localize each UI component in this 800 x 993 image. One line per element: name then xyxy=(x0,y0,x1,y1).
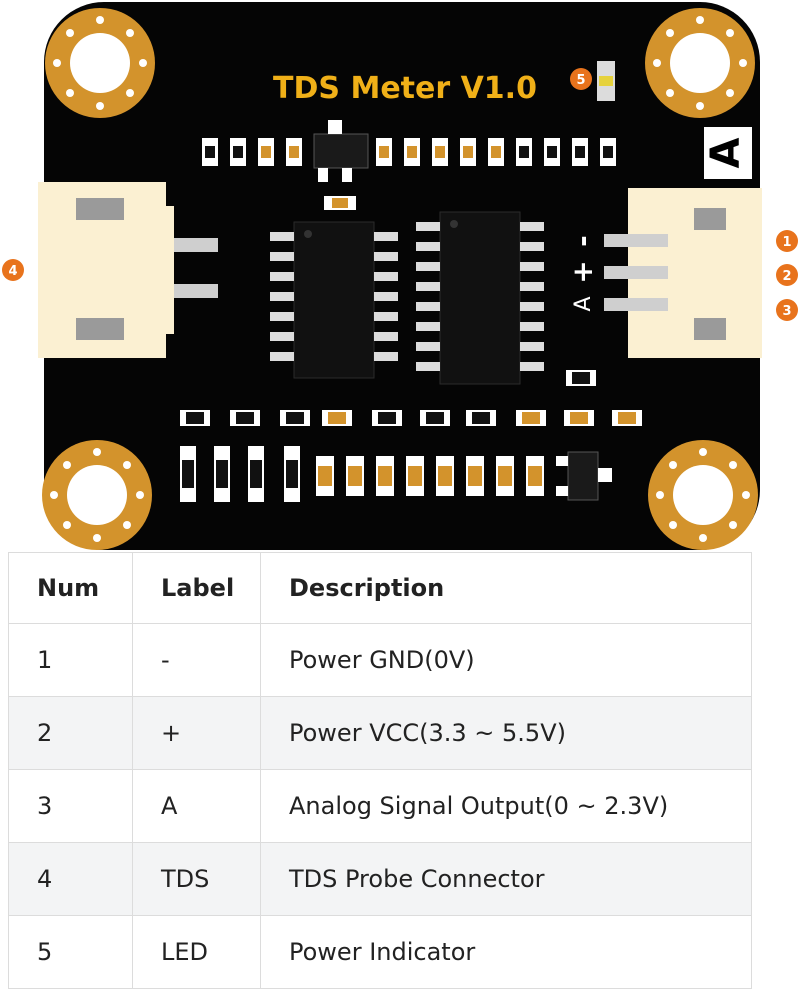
mounting-hole-top-right xyxy=(645,8,755,118)
table-row: 4 TDS TDS Probe Connector xyxy=(8,842,752,916)
callout-2-number: 2 xyxy=(782,269,791,284)
tds-meter-board-image: TDS Meter V1.0 5 A xyxy=(2,2,798,550)
table-row: 5 LED Power Indicator xyxy=(8,915,752,989)
callout-1-badge xyxy=(776,230,798,252)
pin-label-a: A xyxy=(571,296,596,311)
callout-4-badge xyxy=(2,259,24,281)
tds-probe-connector xyxy=(38,182,218,358)
callout-3-number: 3 xyxy=(782,304,791,319)
mounting-hole-bottom-right xyxy=(648,440,758,550)
callout-5-badge xyxy=(570,68,592,90)
cell-description: Power Indicator xyxy=(260,915,752,989)
smd-row-top xyxy=(202,120,616,210)
cell-description: Analog Signal Output(0 ~ 2.3V) xyxy=(260,769,752,843)
cell-num: 4 xyxy=(8,842,133,916)
table-row: 2 + Power VCC(3.3 ~ 5.5V) xyxy=(8,696,752,770)
table-header-row: Num Label Description xyxy=(8,552,752,624)
output-connector xyxy=(604,188,762,358)
callout-1-number: 1 xyxy=(782,235,791,250)
smd-row-middle xyxy=(180,410,642,426)
mounting-hole-bottom-left xyxy=(42,440,152,550)
cell-num: 1 xyxy=(8,623,133,697)
cell-label: TDS xyxy=(132,842,261,916)
cell-num: 5 xyxy=(8,915,133,989)
header-label: Label xyxy=(132,552,261,624)
callout-4-number: 4 xyxy=(8,264,17,279)
header-num: Num xyxy=(8,552,133,624)
header-description: Description xyxy=(260,552,752,624)
callout-2-badge xyxy=(776,264,798,286)
callout-3-badge xyxy=(776,299,798,321)
cell-num: 3 xyxy=(8,769,133,843)
pin-label-plus: + xyxy=(566,260,599,283)
callout-5-number: 5 xyxy=(576,73,585,88)
mounting-hole-top-left xyxy=(45,8,155,118)
pin-description-table: Num Label Description 1 - Power GND(0V) … xyxy=(8,552,752,989)
pin-label-minus: - xyxy=(566,235,599,247)
ic-chip-left xyxy=(270,221,398,379)
board-title: TDS Meter V1.0 xyxy=(273,71,537,106)
cell-description: Power GND(0V) xyxy=(260,623,752,697)
table-row: 1 - Power GND(0V) xyxy=(8,623,752,697)
cell-description: TDS Probe Connector xyxy=(260,842,752,916)
connector-label: A xyxy=(703,137,749,168)
cell-label: + xyxy=(132,696,261,770)
connector-label-box xyxy=(704,127,752,179)
cell-description: Power VCC(3.3 ~ 5.5V) xyxy=(260,696,752,770)
cell-num: 2 xyxy=(8,696,133,770)
cell-label: LED xyxy=(132,915,261,989)
ic-chip-right xyxy=(416,211,544,385)
cell-label: A xyxy=(132,769,261,843)
smd-row-bottom xyxy=(180,446,612,502)
cell-label: - xyxy=(132,623,261,697)
table-row: 3 A Analog Signal Output(0 ~ 2.3V) xyxy=(8,769,752,843)
